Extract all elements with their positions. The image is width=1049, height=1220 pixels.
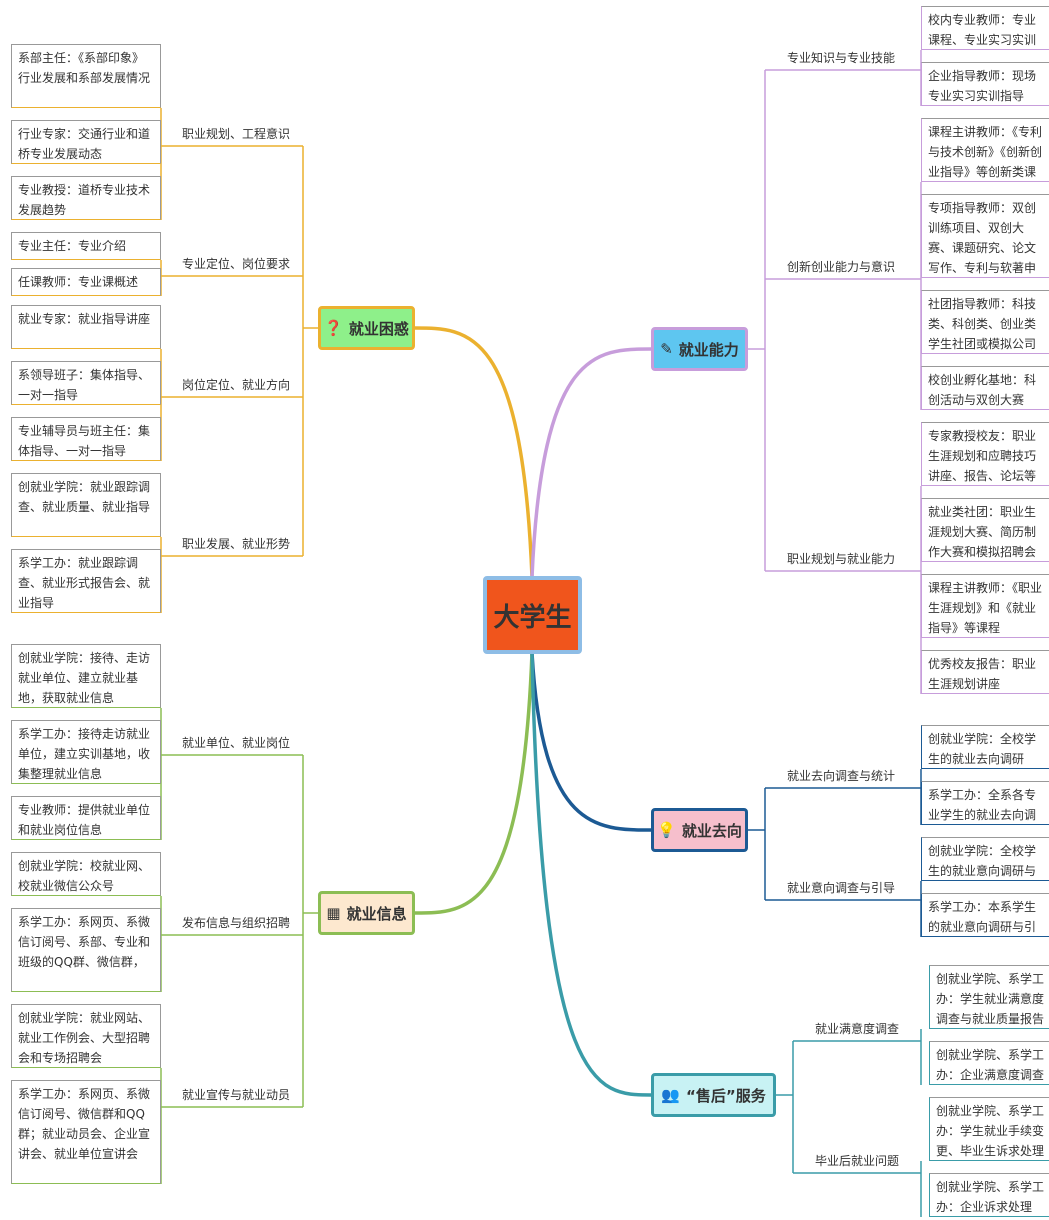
- branch-label[interactable]: 就业意向调查与引导: [787, 881, 896, 895]
- shouhou-main-topic[interactable]: 👥 “售后”服务: [651, 1073, 776, 1117]
- nengli-main-label: 就业能力: [678, 340, 739, 359]
- leaf-topic[interactable]: 优秀校友报告：职业生涯规划讲座: [921, 650, 1049, 694]
- kunhuo-main-label: 就业困惑: [348, 319, 409, 338]
- leaf-topic[interactable]: 专业教师：提供就业单位和就业岗位信息: [11, 796, 161, 840]
- leaf-topic[interactable]: 创就业学院：接待、走访就业单位、建立就业基地，获取就业信息: [11, 644, 161, 708]
- leaf-topic[interactable]: 课程主讲教师：《职业生涯规划》和《就业指导》等课程: [921, 574, 1049, 638]
- branch-label[interactable]: 专业知识与专业技能: [787, 51, 896, 65]
- nengli-main-topic[interactable]: ✎ 就业能力: [651, 327, 748, 371]
- leaf-topic[interactable]: 创就业学院：全校学生的就业去向调研: [921, 725, 1049, 769]
- leaf-topic[interactable]: 系学工办：本系学生的就业意向调研与引导: [921, 893, 1049, 937]
- branch-label[interactable]: 岗位定位、就业方向: [182, 378, 291, 392]
- quxiang-main-label: 就业去向: [681, 821, 742, 840]
- branch-label[interactable]: 职业发展、就业形势: [182, 537, 291, 551]
- leaf-topic[interactable]: 就业类社团：职业生涯规划大赛、简历制作大赛和模拟招聘会等活动: [921, 498, 1049, 562]
- shouhou-main-curve: [530, 652, 652, 1097]
- branch-label[interactable]: 就业单位、就业岗位: [182, 736, 291, 750]
- people-icon: 👥: [661, 1086, 680, 1104]
- leaf-topic[interactable]: 系学工办：系网页、系微信订阅号、系部、专业和班级的QQ群、微信群，: [11, 908, 161, 992]
- shouhou-main-label: “售后”服务: [685, 1086, 766, 1105]
- leaf-topic[interactable]: 校内专业教师：专业课程、专业实习实训: [921, 6, 1049, 50]
- leaf-topic[interactable]: 就业专家：就业指导讲座: [11, 305, 161, 349]
- leaf-topic[interactable]: 专业教授：道桥专业技术发展趋势: [11, 176, 161, 220]
- leaf-topic[interactable]: 课程主讲教师：《专利与技术创新》《创新创业指导》等创新类课程: [921, 118, 1049, 182]
- leaf-topic[interactable]: 创就业学院：就业跟踪调查、就业质量、就业指导: [11, 473, 161, 537]
- leaf-topic[interactable]: 系学工办：系网页、系微信订阅号、微信群和QQ群；就业动员会、企业宣讲会、就业单位…: [11, 1080, 161, 1184]
- leaf-topic[interactable]: 系部主任：《系部印象》行业发展和系部发展情况: [11, 44, 161, 108]
- xinxi-main-curve: [414, 652, 534, 915]
- nengli-main-curve: [530, 347, 652, 578]
- leaf-topic[interactable]: 社团指导教师：科技类、科创类、创业类学生社团或模拟公司活动: [921, 290, 1049, 354]
- xinxi-main-label: 就业信息: [346, 904, 407, 923]
- leaf-topic[interactable]: 创就业学院、系学工办：学生就业满意度调查与就业质量报告: [929, 965, 1049, 1029]
- calendar-icon: ▦: [326, 904, 341, 922]
- branch-label[interactable]: 就业去向调查与统计: [787, 769, 896, 783]
- leaf-topic[interactable]: 任课教师：专业课概述: [11, 268, 161, 296]
- leaf-topic[interactable]: 行业专家：交通行业和道桥专业发展动态: [11, 120, 161, 164]
- leaf-topic[interactable]: 创就业学院、系学工办：学生就业手续变更、毕业生诉求处理: [929, 1097, 1049, 1161]
- branch-label[interactable]: 就业满意度调查: [815, 1022, 900, 1036]
- branch-label[interactable]: 毕业后就业问题: [815, 1154, 900, 1168]
- leaf-topic[interactable]: 专项指导教师：双创训练项目、双创大赛、课题研究、论文写作、专利与软著申报等: [921, 194, 1049, 278]
- leaf-topic[interactable]: 创就业学院：校就业网、校就业微信公众号: [11, 852, 161, 896]
- leaf-topic[interactable]: 创就业学院：全校学生的就业意向调研与引导: [921, 837, 1049, 881]
- leaf-topic[interactable]: 系学工办：全系各专业学生的就业去向调研: [921, 781, 1049, 825]
- quxiang-main-topic[interactable]: 💡 就业去向: [651, 808, 748, 852]
- leaf-topic[interactable]: 创就业学院、系学工办：企业诉求处理: [929, 1173, 1049, 1217]
- leaf-topic[interactable]: 专家教授校友：职业生涯规划和应聘技巧讲座、报告、论坛等: [921, 422, 1049, 486]
- kunhuo-main-topic[interactable]: ❓ 就业困惑: [318, 306, 415, 350]
- leaf-topic[interactable]: 专业主任：专业介绍: [11, 232, 161, 260]
- branch-label[interactable]: 职业规划、工程意识: [182, 127, 291, 141]
- leaf-topic[interactable]: 创就业学院、系学工办：企业满意度调查: [929, 1041, 1049, 1085]
- leaf-topic[interactable]: 系学工办：接待走访就业单位，建立实训基地，收集整理就业信息: [11, 720, 161, 784]
- xinxi-main-topic[interactable]: ▦ 就业信息: [318, 891, 415, 935]
- leaf-topic[interactable]: 企业指导教师：现场专业实习实训指导: [921, 62, 1049, 106]
- leaf-topic[interactable]: 创就业学院：就业网站、就业工作例会、大型招聘会和专场招聘会: [11, 1004, 161, 1068]
- branch-label[interactable]: 创新创业能力与意识: [787, 260, 896, 274]
- quxiang-main-curve: [530, 652, 652, 832]
- leaf-topic[interactable]: 系领导班子：集体指导、一对一指导: [11, 361, 161, 405]
- branch-label[interactable]: 职业规划与就业能力: [787, 552, 896, 566]
- leaf-topic[interactable]: 专业辅导员与班主任：集体指导、一对一指导: [11, 417, 161, 461]
- central-topic[interactable]: 大学生: [483, 576, 582, 654]
- kunhuo-main-curve: [414, 326, 534, 578]
- question-circle-icon: ❓: [324, 319, 343, 337]
- branch-label[interactable]: 发布信息与组织招聘: [182, 916, 291, 930]
- leaf-topic[interactable]: 校创业孵化基地：科创活动与双创大赛: [921, 366, 1049, 410]
- branch-label[interactable]: 专业定位、岗位要求: [182, 257, 291, 271]
- pencil-icon: ✎: [660, 340, 673, 358]
- leaf-topic[interactable]: 系学工办：就业跟踪调查、就业形式报告会、就业指导: [11, 549, 161, 613]
- lightbulb-icon: 💡: [657, 821, 676, 839]
- branch-label[interactable]: 就业宣传与就业动员: [182, 1088, 291, 1102]
